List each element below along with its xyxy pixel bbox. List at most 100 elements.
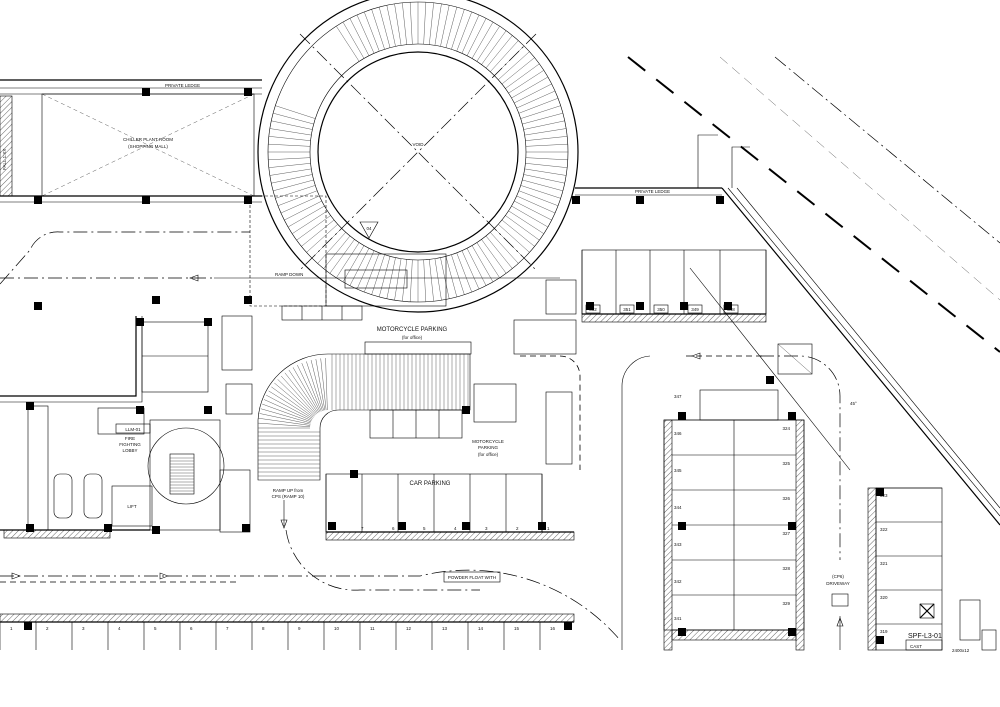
column (242, 524, 250, 532)
column (34, 196, 42, 204)
ramp-tread (501, 219, 535, 247)
dim-tag: 2400x12 (952, 648, 970, 653)
bay-number: 321 (880, 561, 888, 566)
ramp-tread (378, 256, 391, 297)
chiller-plant-room: CHILLER PLANT ROOM (SHOPPING MALL) FALL … (0, 93, 262, 203)
car-bay-number: 5 (423, 526, 426, 531)
ramp-tread (277, 190, 318, 206)
column (636, 196, 644, 204)
ramp-tread (268, 163, 311, 168)
ramp-tread (258, 422, 311, 427)
ramp-tread (522, 112, 563, 125)
chiller-subtitle: (SHOPPING MALL) (128, 144, 168, 149)
column (142, 88, 150, 96)
strip-number: 6 (190, 626, 193, 631)
motorcycle-for-office-top: (for office) (402, 335, 423, 340)
ramp-tread (386, 5, 396, 47)
ramp-tread (498, 224, 530, 253)
ramp-tread (268, 136, 311, 141)
column (104, 524, 112, 532)
ramp-tread (525, 136, 568, 141)
llm-tag: LLM-01 (125, 427, 141, 432)
north-marker-label: 04 (366, 226, 372, 231)
ramp-tread (501, 57, 535, 85)
ramp-tread (508, 70, 544, 94)
ramp-tread (429, 2, 434, 45)
ramp-tread (259, 413, 311, 425)
ramp-tread (451, 254, 465, 295)
car-bay-number: 1 (547, 526, 550, 531)
strip-number: 14 (478, 626, 484, 631)
ramp-tread (423, 2, 427, 45)
ramp-tread (516, 90, 556, 109)
ramp-tread (423, 259, 427, 302)
ramp-tread (523, 120, 565, 130)
void-label: VOID (412, 142, 424, 147)
curved-ramp-lower: RAMP UP from CPS (RAMP 10) (257, 353, 471, 529)
column (398, 522, 406, 530)
ramp-tread (349, 18, 370, 56)
ramp-tread (317, 232, 346, 264)
fire-lobby-2: FIGHTING (119, 442, 141, 447)
fire-lobby-1: FIRE (125, 436, 135, 441)
site-boundary-diagonal (697, 134, 1000, 526)
ramp-tread (524, 128, 567, 136)
column (724, 302, 732, 310)
ramp-tread (263, 399, 312, 421)
column (586, 302, 594, 310)
column (462, 522, 470, 530)
ramp-tread (481, 30, 507, 65)
top-right-bays: PRIVATE LEDGE 352351350349348 (513, 187, 767, 355)
ramp-tread (275, 105, 316, 119)
ramp-tread (349, 248, 370, 286)
bay-number: 345 (674, 468, 682, 473)
driveway-paths: POWDER FLOAT WITH (0, 231, 851, 641)
car-bay-number: 3 (485, 526, 488, 531)
fire-lobby-3: LOBBY (122, 448, 137, 453)
strip-number: 13 (442, 626, 448, 631)
ramp-tread (271, 120, 313, 130)
column (152, 296, 160, 304)
column (788, 412, 796, 420)
bay-number: 326 (782, 496, 790, 501)
ramp-tread (268, 143, 311, 147)
column (876, 636, 884, 644)
ramp-tread (292, 367, 320, 413)
ramp-up-label-1: RAMP UP from (273, 488, 304, 493)
motorcycle-parking-right: MOTORCYCLE PARKING (for office) (369, 383, 573, 465)
ramp-tread (260, 408, 311, 424)
ramp-tread (301, 219, 335, 247)
ramp-tread (325, 358, 328, 411)
column (788, 522, 796, 530)
bay-number: 346 (674, 431, 682, 436)
ramp-tread (456, 11, 472, 52)
ramp-tread (364, 11, 380, 52)
column (328, 522, 336, 530)
column (244, 88, 252, 96)
column (136, 318, 144, 326)
motorcycle-parking-top-label: MOTORCYCLE PARKING (377, 327, 448, 333)
ramp-tread (514, 83, 552, 104)
ramp-tread (451, 9, 465, 50)
ramp-tread (271, 174, 313, 184)
ramp-tread (320, 358, 327, 411)
ramp-tread (342, 21, 365, 59)
bay-number: 342 (674, 579, 682, 584)
strip-number: 10 (334, 626, 340, 631)
ramp-tread (466, 248, 487, 286)
ramp-tread (522, 179, 563, 192)
column (636, 302, 644, 310)
ramp-tread (268, 157, 311, 161)
ramp-tread (284, 200, 322, 221)
far-right-block: 323322321320319 SPF-L3-01 CAST 2400x12 (867, 487, 997, 653)
ramp-tread (490, 232, 519, 264)
ramp-down-zone: RAMP DOWN (214, 195, 560, 321)
column (26, 524, 34, 532)
ramp-tread (371, 9, 385, 50)
bay-number: 329 (782, 601, 790, 606)
ramp-tread (445, 7, 458, 48)
structural-columns (24, 88, 884, 644)
ramp-tread (520, 105, 561, 119)
